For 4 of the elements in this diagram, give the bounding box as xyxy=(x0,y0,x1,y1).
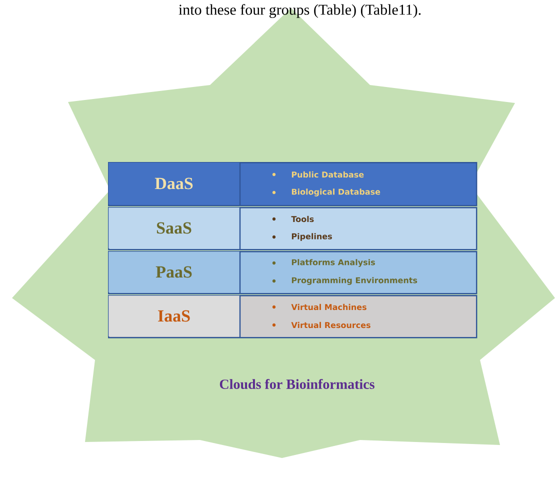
table-row: PaaS Platforms Analysis Programming Environments xyxy=(108,251,478,294)
table-row: SaaS Tools Pipelines xyxy=(108,207,478,250)
table-row: DaaS Public Database Biological Database xyxy=(108,162,478,206)
table-row: IaaS Virtual Machines Virtual Resources xyxy=(108,295,478,338)
